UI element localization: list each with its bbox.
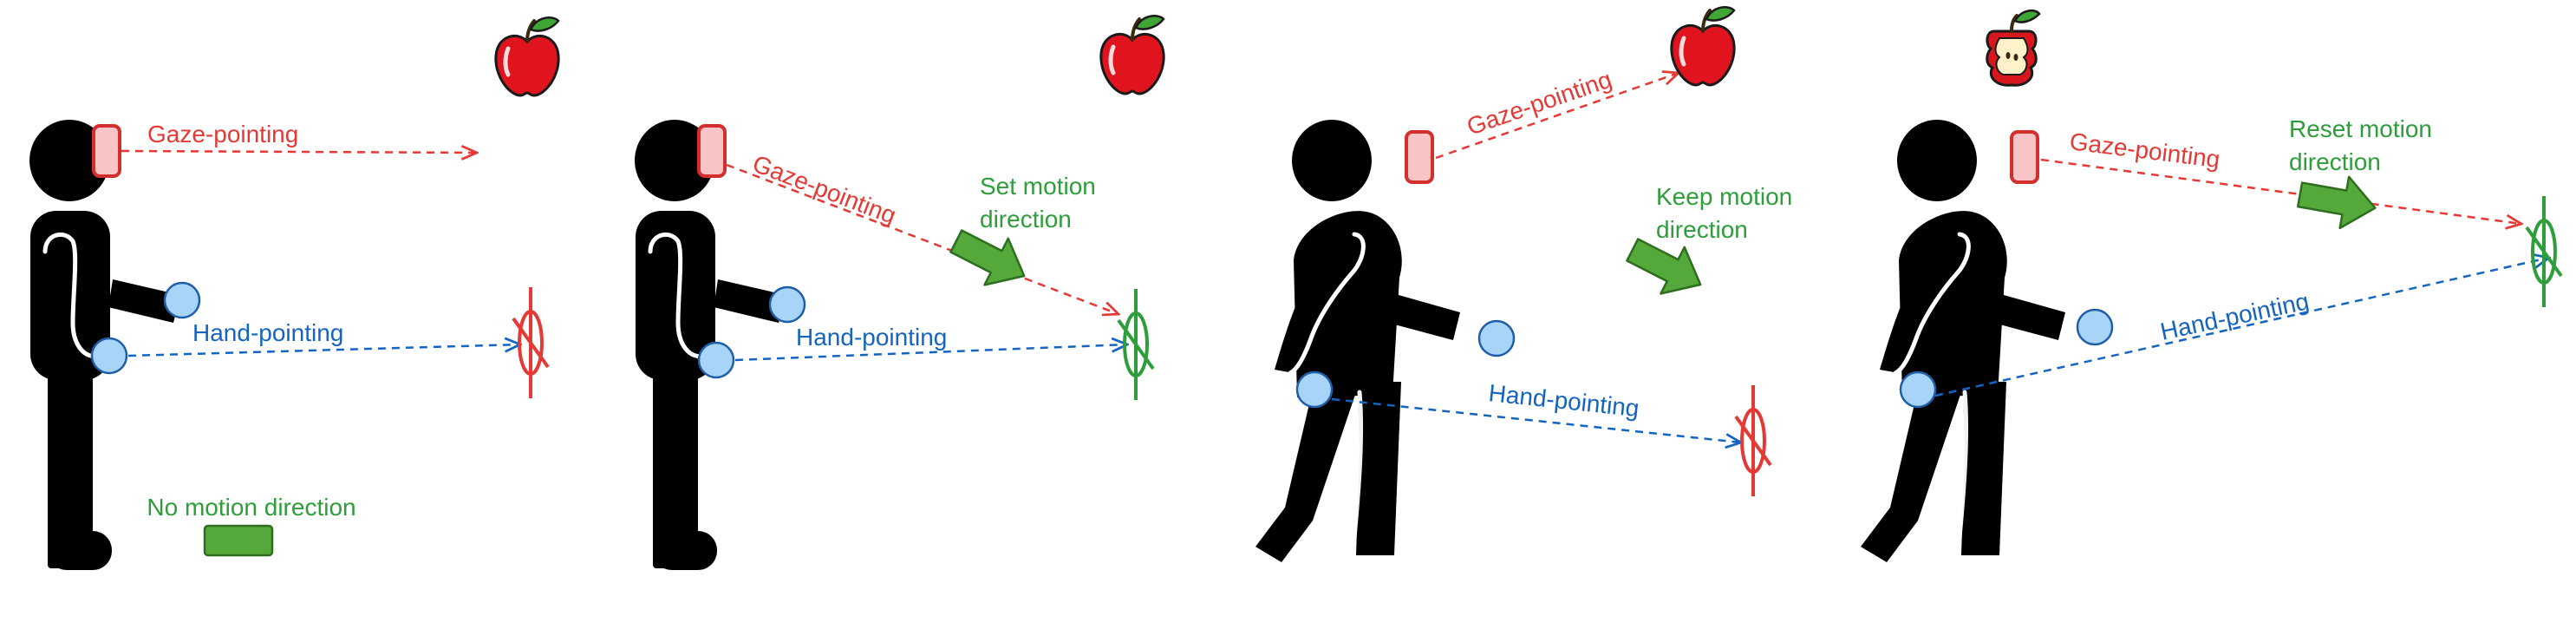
motion-status-label: Reset motion <box>2289 115 2432 142</box>
gaze-label: Gaze-pointing <box>147 121 298 148</box>
gaze-ray <box>121 151 477 153</box>
hand-label: Hand-pointing <box>192 319 343 346</box>
hand-ray <box>1934 258 2549 397</box>
motion-status-label: No motion direction <box>147 494 355 521</box>
crosshair-green-icon <box>1117 287 1155 402</box>
gaze-label: Gaze-pointing <box>749 150 900 229</box>
motion-status-label-line2: direction <box>2289 148 2381 175</box>
hand-ray <box>734 344 1127 362</box>
hand-back-marker <box>768 285 806 324</box>
hand-back-marker <box>1477 319 1516 357</box>
crosshair-red-icon <box>1734 384 1772 498</box>
panel-reset-motion: Gaze-pointing Hand-pointing Reset motion… <box>1861 9 2563 562</box>
panel-keep-motion: Gaze-pointing Hand-pointing Keep motion … <box>1255 7 1792 562</box>
eye-tracker-visor <box>2010 130 2039 184</box>
hand-front-marker <box>1899 370 1937 409</box>
hand-label: Hand-pointing <box>2158 287 2312 345</box>
crosshair-red-icon <box>512 285 550 400</box>
hand-back-marker <box>163 281 201 319</box>
hand-front-marker <box>1295 370 1334 409</box>
eye-tracker-visor <box>1405 130 1434 184</box>
hand-label: Hand-pointing <box>1487 379 1640 422</box>
apple-icon <box>1101 16 1164 94</box>
person-walking-figure <box>1861 120 2065 562</box>
hand-back-marker <box>2076 308 2114 346</box>
gaze-label: Gaze-pointing <box>2068 128 2221 173</box>
apple-icon <box>1672 7 1734 85</box>
hand-front-marker <box>697 341 735 379</box>
gaze-ray <box>726 163 1118 314</box>
hand-ray <box>127 344 520 357</box>
eye-tracker-visor <box>92 124 121 178</box>
motion-arrow-icon <box>2294 167 2381 235</box>
gaze-ray <box>1435 73 1679 160</box>
gaze-ray <box>2040 158 2521 224</box>
eye-tracker-visor <box>697 124 727 178</box>
hand-label: Hand-pointing <box>796 324 947 351</box>
apple-core-icon <box>1985 9 2041 88</box>
panel-set-motion: Gaze-pointing Hand-pointing Set motion d… <box>635 16 1164 570</box>
panel-no-motion: Gaze-pointing Hand-pointing No motion di… <box>29 17 558 570</box>
motion-status-label: Keep motion <box>1656 183 1792 210</box>
stop-bar-icon <box>203 524 274 557</box>
apple-icon <box>496 17 558 95</box>
crosshair-green-icon <box>2525 194 2563 309</box>
motion-status-label-line2: direction <box>980 206 1072 233</box>
person-walking-figure <box>1255 120 1460 562</box>
hand-front-marker <box>90 337 128 375</box>
motion-status-label: Set motion <box>980 173 1096 200</box>
gaze-label: Gaze-pointing <box>1464 66 1615 141</box>
motion-status-label-line2: direction <box>1656 216 1748 243</box>
